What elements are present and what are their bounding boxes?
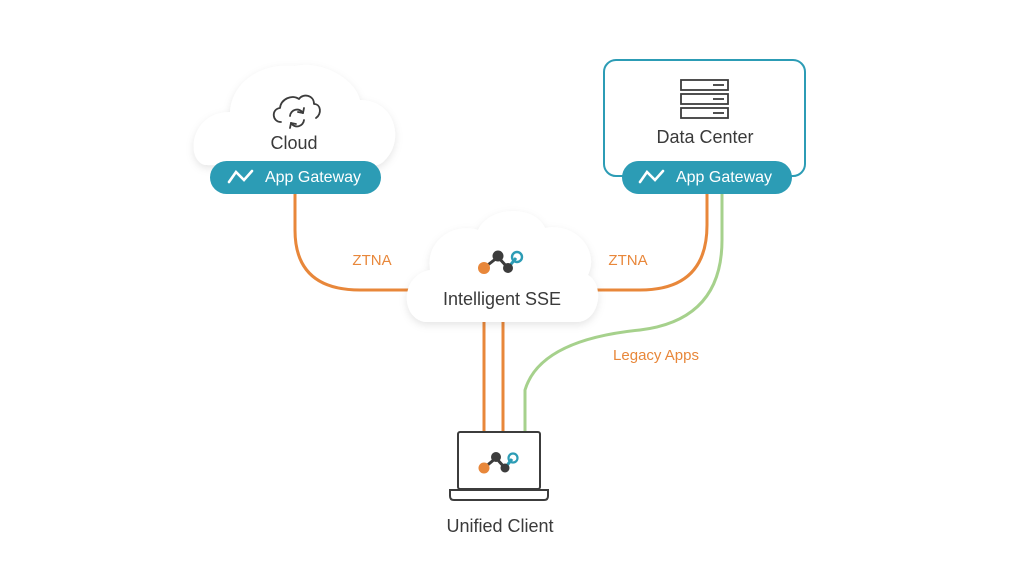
cloud-gateway-pill[interactable]: [210, 161, 381, 194]
sse-cloud-shape: [406, 210, 599, 322]
client-title: Unified Client: [446, 516, 554, 536]
legacy-apps-label: Legacy Apps: [613, 347, 699, 364]
ztna-right-label: ZTNA: [608, 252, 648, 269]
legacy-apps-line: [523, 188, 724, 437]
cloud-node: [193, 64, 396, 194]
data-center-title: Data Center: [656, 127, 754, 147]
laptop-icon: [449, 431, 549, 501]
gateway-nodes-icon: [227, 169, 254, 184]
network-nodes-icon: [478, 452, 519, 474]
ztna-left-line: [293, 188, 417, 292]
ztna-right-line: [590, 188, 709, 292]
gateway-nodes-icon: [638, 169, 665, 184]
connection-lines: [293, 188, 724, 437]
sse-title: Intelligent SSE: [442, 289, 562, 309]
cloud-gateway-label: App Gateway: [264, 169, 362, 186]
data-center-node: [603, 59, 806, 194]
network-nodes-icon: [478, 250, 524, 274]
ztna-left-label: ZTNA: [352, 252, 392, 269]
client-node: [449, 431, 549, 501]
data-center-gateway-label: App Gateway: [675, 169, 773, 186]
data-center-gateway-pill[interactable]: [622, 161, 792, 194]
cloud-sync-icon: [272, 94, 321, 129]
server-rack-icon: [680, 79, 729, 119]
sse-node: [406, 210, 599, 322]
cloud-shape: [193, 64, 396, 166]
cloud-title: Cloud: [270, 133, 318, 153]
